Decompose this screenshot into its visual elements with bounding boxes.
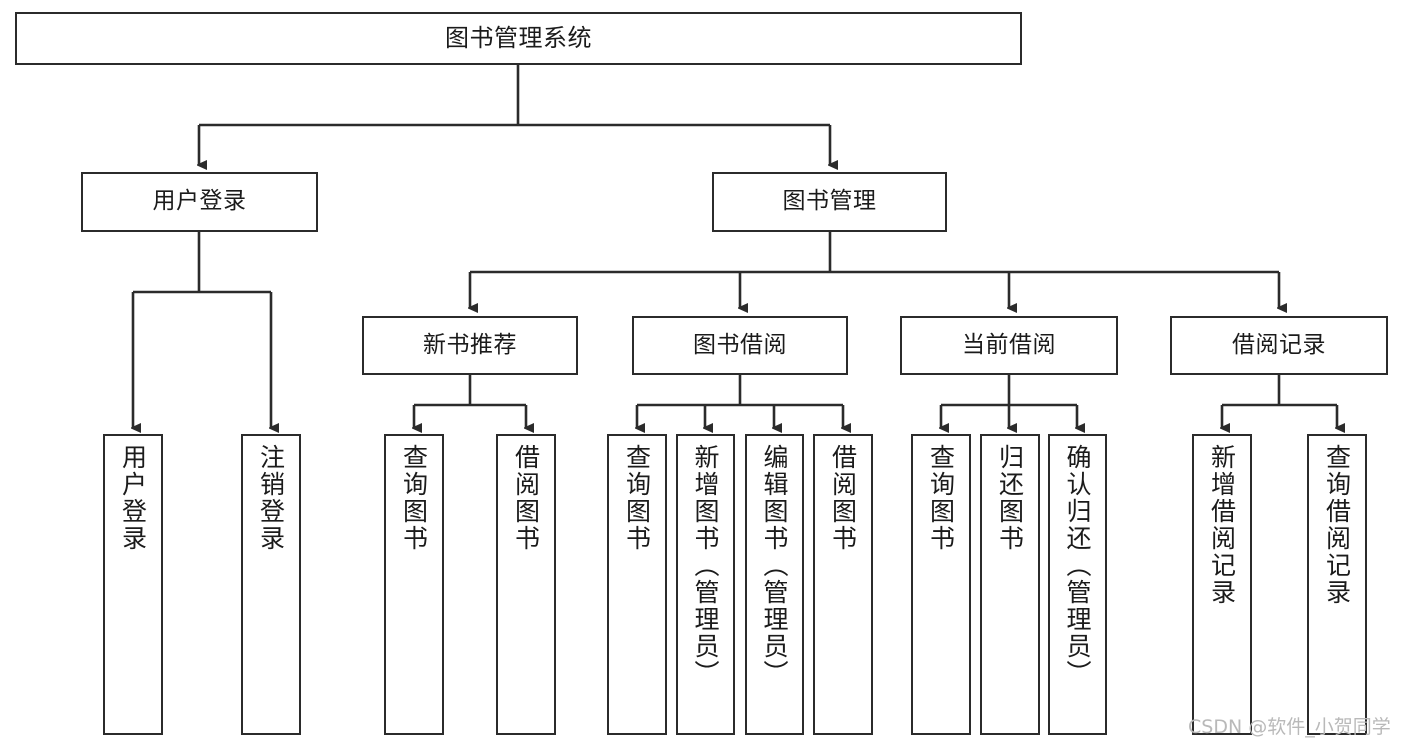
node-label: 确认归还（管理员） — [1063, 444, 1092, 687]
node-label: 查询图书 — [622, 444, 652, 552]
node-label: 新增借阅记录 — [1207, 444, 1237, 606]
node-label: 图书借阅 — [693, 331, 787, 358]
node-root-book-management-system[interactable]: 图书管理系统 — [15, 12, 1022, 65]
node-label: 编辑图书（管理员） — [760, 444, 789, 687]
node-label: 用户登录 — [152, 188, 247, 215]
leaf-book-borrow-edit-book-admin[interactable]: 编辑图书（管理员） — [745, 434, 804, 735]
leaf-borrow-record-query-record[interactable]: 查询借阅记录 — [1307, 434, 1367, 735]
leaf-borrow-record-add-record[interactable]: 新增借阅记录 — [1192, 434, 1252, 735]
node-label: 归还图书 — [995, 444, 1025, 552]
node-new-book-recommend[interactable]: 新书推荐 — [362, 316, 578, 375]
leaf-book-borrow-borrow-book[interactable]: 借阅图书 — [813, 434, 873, 735]
node-label: 新增图书（管理员） — [691, 444, 720, 687]
leaf-book-borrow-add-book-admin[interactable]: 新增图书（管理员） — [676, 434, 735, 735]
node-current-borrow[interactable]: 当前借阅 — [900, 316, 1118, 375]
node-label: 图书管理系统 — [445, 24, 592, 53]
node-label: 借阅记录 — [1232, 331, 1326, 358]
node-book-borrow[interactable]: 图书借阅 — [632, 316, 848, 375]
leaf-book-borrow-query-book[interactable]: 查询图书 — [607, 434, 667, 735]
node-label: 查询借阅记录 — [1322, 444, 1352, 606]
node-user-login[interactable]: 用户登录 — [81, 172, 318, 232]
node-label: 查询图书 — [399, 444, 429, 552]
node-book-management[interactable]: 图书管理 — [712, 172, 947, 232]
leaf-current-borrow-query-book[interactable]: 查询图书 — [911, 434, 971, 735]
node-label: 注销登录 — [256, 444, 286, 552]
node-borrow-record[interactable]: 借阅记录 — [1170, 316, 1388, 375]
leaf-user-login-signin[interactable]: 用户登录 — [103, 434, 163, 735]
leaf-current-borrow-confirm-return-admin[interactable]: 确认归还（管理员） — [1048, 434, 1107, 735]
leaf-new-book-borrow-book[interactable]: 借阅图书 — [496, 434, 556, 735]
watermark-text: CSDN @软件_小贺同学 — [1188, 716, 1391, 738]
node-label: 新书推荐 — [423, 331, 517, 358]
leaf-user-login-signout[interactable]: 注销登录 — [241, 434, 301, 735]
leaf-new-book-query-book[interactable]: 查询图书 — [384, 434, 444, 735]
node-label: 借阅图书 — [828, 444, 858, 552]
node-label: 借阅图书 — [511, 444, 541, 552]
node-label: 当前借阅 — [962, 331, 1056, 358]
node-label: 图书管理 — [782, 188, 877, 215]
node-label: 查询图书 — [926, 444, 956, 552]
node-label: 用户登录 — [118, 444, 148, 552]
leaf-current-borrow-return-book[interactable]: 归还图书 — [980, 434, 1040, 735]
